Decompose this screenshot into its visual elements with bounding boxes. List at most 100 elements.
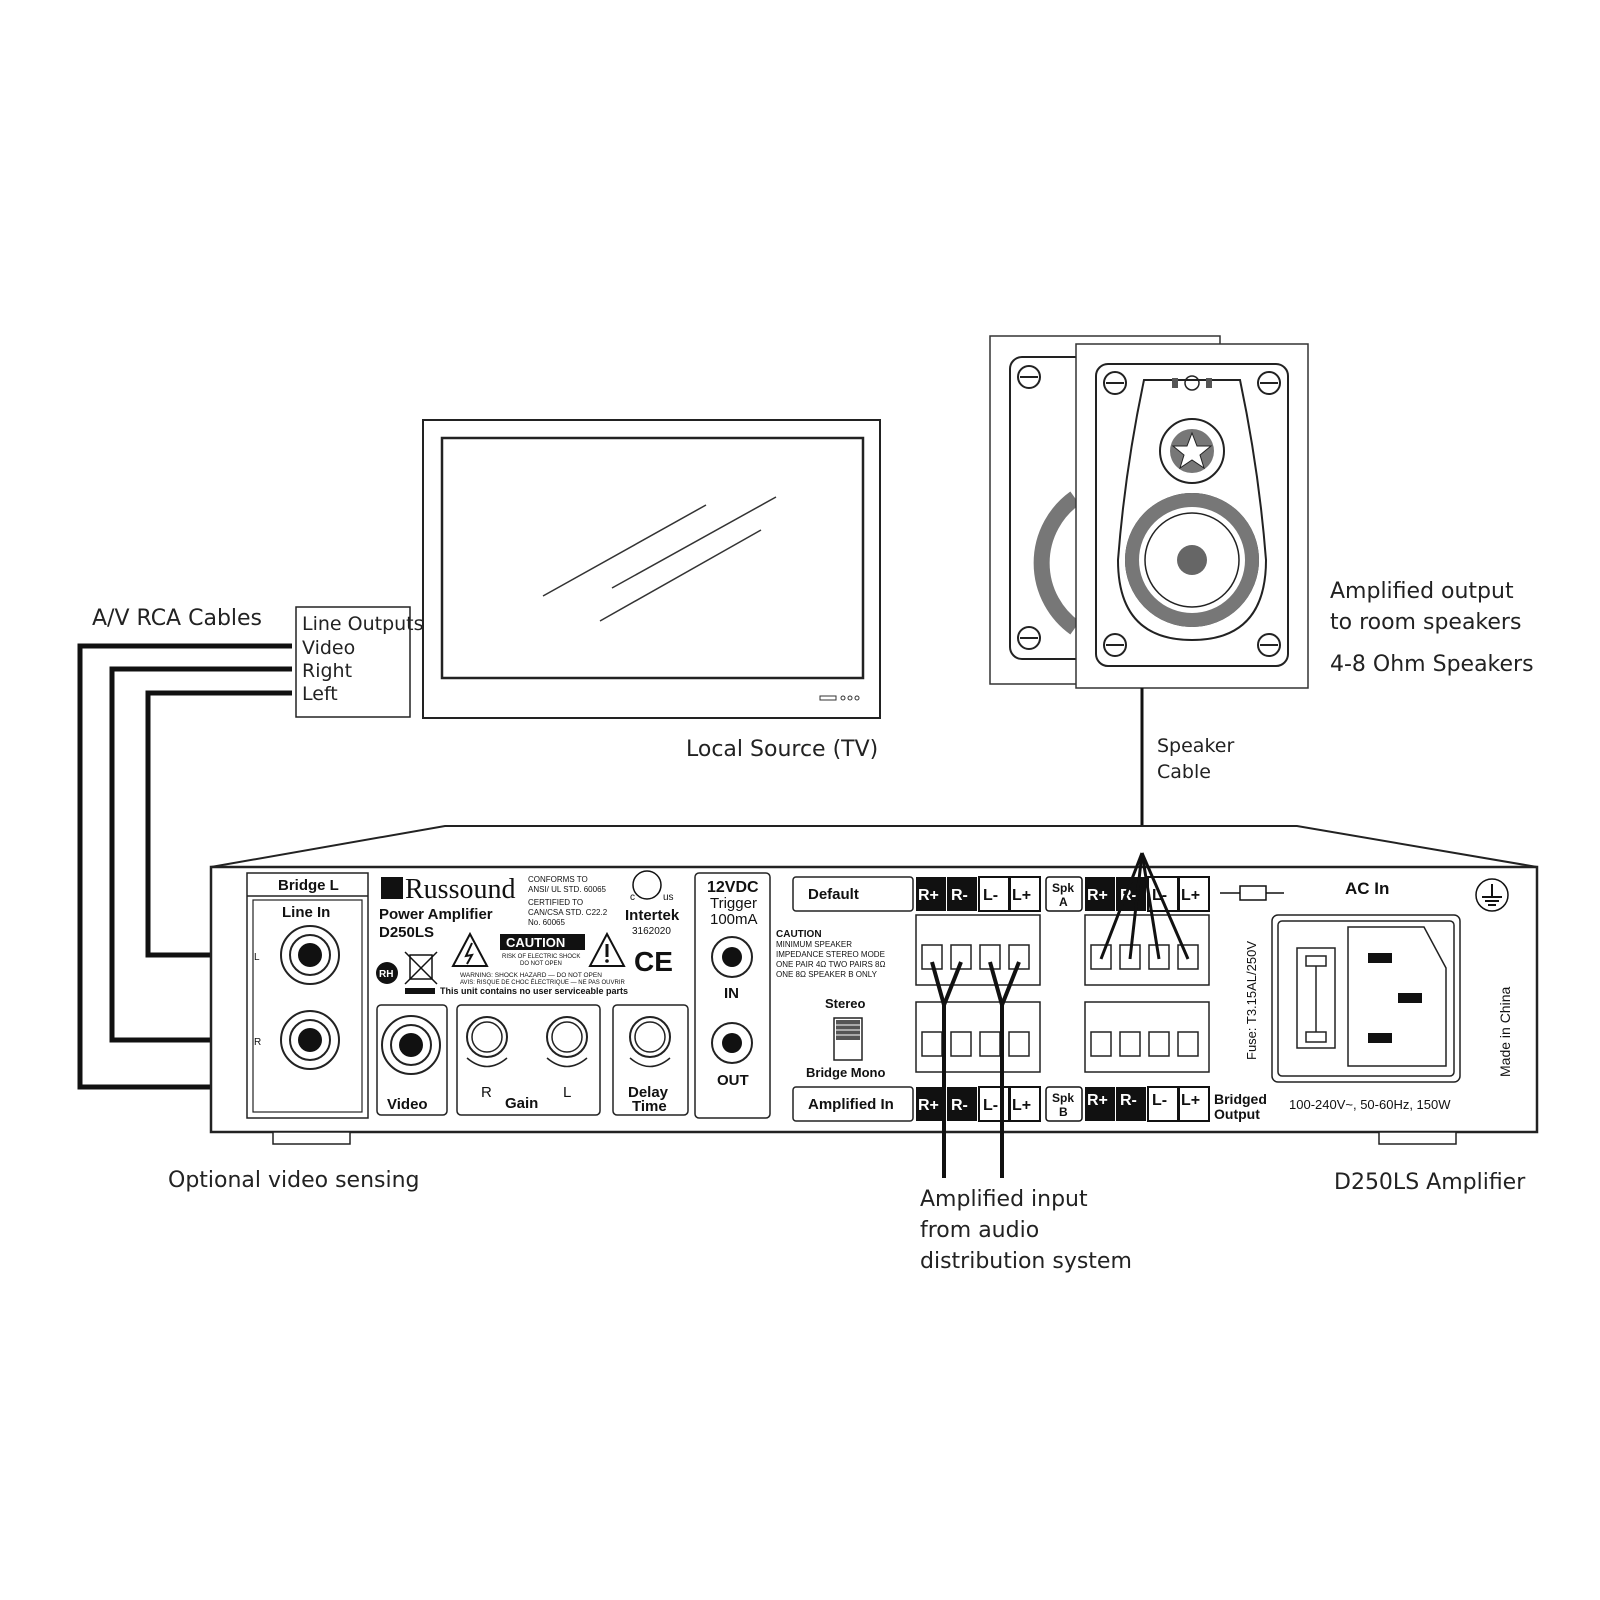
- bridge-l-label: Bridge L: [278, 877, 339, 894]
- av-rca-cables-label: A/V RCA Cables: [92, 606, 262, 631]
- rohs-badge: [376, 962, 398, 984]
- spk-a-label-2: A: [1059, 895, 1068, 909]
- trigger-in-label: IN: [724, 985, 739, 1002]
- amplified-in-terminals: R+ R- L- L+ R+ R- L- L+: [915, 876, 1041, 1122]
- delay-time-knob[interactable]: [629, 1016, 671, 1068]
- mode-switch[interactable]: [833, 1017, 863, 1061]
- local-source-label: Local Source (TV): [686, 737, 878, 762]
- gain-l-knob[interactable]: [546, 1016, 588, 1068]
- optional-video-label: Optional video sensing: [168, 1168, 420, 1193]
- gain-l-label: L: [563, 1084, 571, 1101]
- warning-line-1: WARNING: SHOCK HAZARD — DO NOT OPEN: [460, 972, 602, 979]
- power-rating: 100-240V~, 50-60Hz, 150W: [1289, 1097, 1451, 1112]
- in-top-lminus: L-: [983, 887, 998, 904]
- speaker-cable-label-1: Speaker: [1157, 735, 1234, 757]
- amplified-input-label-1: Amplified input: [920, 1187, 1088, 1212]
- speaker-wire-fanout: [1099, 852, 1190, 960]
- in-screw-terminal[interactable]: [979, 1031, 1001, 1057]
- out-screw-terminal[interactable]: [1148, 1031, 1170, 1057]
- speaker-output-terminals: Spk A R+ R- L- L+ Spk B R+ R- L- L+ Brid…: [1045, 876, 1267, 1122]
- in-screw-terminal[interactable]: [1008, 944, 1030, 970]
- model-line-1: Power Amplifier: [379, 906, 493, 923]
- amplified-input-label-2: from audio: [920, 1218, 1039, 1243]
- amplifier-name-label: D250LS Amplifier: [1334, 1170, 1526, 1195]
- caution-banner: [500, 934, 585, 950]
- bridged-label-2: Output: [1214, 1106, 1260, 1122]
- brand-name: Russound: [405, 874, 515, 905]
- in-top-lplus: L+: [1012, 887, 1031, 904]
- jack-r-label: R: [254, 1037, 261, 1048]
- out-screw-terminal[interactable]: [1090, 1031, 1112, 1057]
- spk-a-label-1: Spk: [1052, 881, 1074, 895]
- spk-b-label-2: B: [1059, 1105, 1068, 1119]
- gain-section: R L Gain: [456, 1004, 601, 1116]
- tv-illustration: [422, 419, 881, 719]
- intertek-number: 3162020: [632, 926, 671, 937]
- line-outputs-title: Line Outputs: [302, 613, 424, 635]
- caution-sub-2: DO NOT OPEN: [520, 961, 562, 967]
- amplified-output-label-1: Amplified output: [1330, 579, 1514, 604]
- ac-in-label: AC In: [1345, 879, 1389, 898]
- etl-c: c: [630, 892, 635, 903]
- conforms-3: CERTIFIED TO: [528, 898, 583, 907]
- speaker-cable-label-2: Cable: [1157, 761, 1211, 783]
- amplified-input-label-3: distribution system: [920, 1249, 1132, 1274]
- fuse-rating: Fuse: T3.15AL/250V: [1244, 941, 1259, 1060]
- ac-inlet[interactable]: [1271, 914, 1461, 1083]
- out-screw-terminal[interactable]: [1119, 1031, 1141, 1057]
- video-jack[interactable]: [381, 1015, 441, 1075]
- intertek-label: Intertek: [625, 907, 680, 924]
- ground-icon: [1475, 878, 1509, 912]
- trigger-label-3: 100mA: [710, 911, 758, 928]
- delay-label-2: Time: [632, 1098, 667, 1115]
- etl-mark-icon: [632, 870, 662, 900]
- trigger-label-2: Trigger: [710, 895, 757, 912]
- caution-line-1: MINIMUM SPEAKER: [776, 940, 852, 949]
- line-in-label: Line In: [282, 904, 330, 921]
- amplified-output-label-2: to room speakers: [1330, 610, 1521, 635]
- caution-line-4: ONE 8Ω SPEAKER B ONLY: [776, 970, 878, 979]
- line-in-r-jack[interactable]: [280, 1010, 340, 1070]
- amplified-in-tag: Amplified In: [792, 1086, 914, 1122]
- line-output-right: Right: [302, 660, 352, 682]
- conforms-1: CONFORMS TO: [528, 875, 588, 884]
- video-jack-label: Video: [387, 1096, 428, 1113]
- caution-small-label: CAUTION: [776, 929, 822, 940]
- right-cable: [109, 666, 300, 1043]
- out-top-rplus: R+: [1087, 887, 1108, 904]
- trigger-out-jack[interactable]: [711, 1022, 753, 1064]
- model-line-2: D250LS: [379, 924, 434, 941]
- line-output-video: Video: [302, 637, 355, 659]
- bridged-label-1: Bridged: [1214, 1091, 1267, 1107]
- trigger-out-label: OUT: [717, 1072, 749, 1089]
- stereo-label: Stereo: [825, 996, 866, 1011]
- in-screw-terminal[interactable]: [950, 1031, 972, 1057]
- line-in-l-jack[interactable]: [280, 925, 340, 985]
- speaker-front: [1075, 343, 1309, 689]
- caution-line-3: ONE PAIR 4Ω TWO PAIRS 8Ω: [776, 960, 885, 969]
- russound-logo-icon: [381, 877, 403, 899]
- caution-sub-1: RISK OF ELECTRIC SHOCK: [502, 954, 580, 960]
- in-bottom-lminus: L-: [983, 1097, 998, 1114]
- in-bottom-lplus: L+: [1012, 1097, 1031, 1114]
- default-label: Default: [808, 886, 859, 903]
- ce-mark: CE: [634, 946, 673, 977]
- video-input-section: Video: [376, 1004, 448, 1116]
- delay-label-1: Delay: [628, 1084, 669, 1101]
- conforms-4: CAN/CSA STD. C22.2: [528, 908, 608, 917]
- in-screw-terminal[interactable]: [921, 1031, 943, 1057]
- gain-r-knob[interactable]: [466, 1016, 508, 1068]
- trigger-in-jack[interactable]: [711, 936, 753, 978]
- line-in-section: Bridge L Line In L R: [246, 872, 369, 1119]
- in-screw-terminal[interactable]: [1008, 1031, 1030, 1057]
- in-screw-terminal[interactable]: [950, 944, 972, 970]
- out-screw-terminal[interactable]: [1177, 1031, 1199, 1057]
- line-output-left: Left: [302, 683, 338, 705]
- out-bottom-rplus: R+: [1087, 1092, 1108, 1109]
- bridge-mono-label: Bridge Mono: [806, 1065, 885, 1080]
- etl-us: us: [663, 892, 674, 903]
- fuse-holder: [1220, 885, 1284, 901]
- caution-line-2: IMPEDANCE STEREO MODE: [776, 950, 885, 959]
- in-top-rplus: R+: [918, 887, 939, 904]
